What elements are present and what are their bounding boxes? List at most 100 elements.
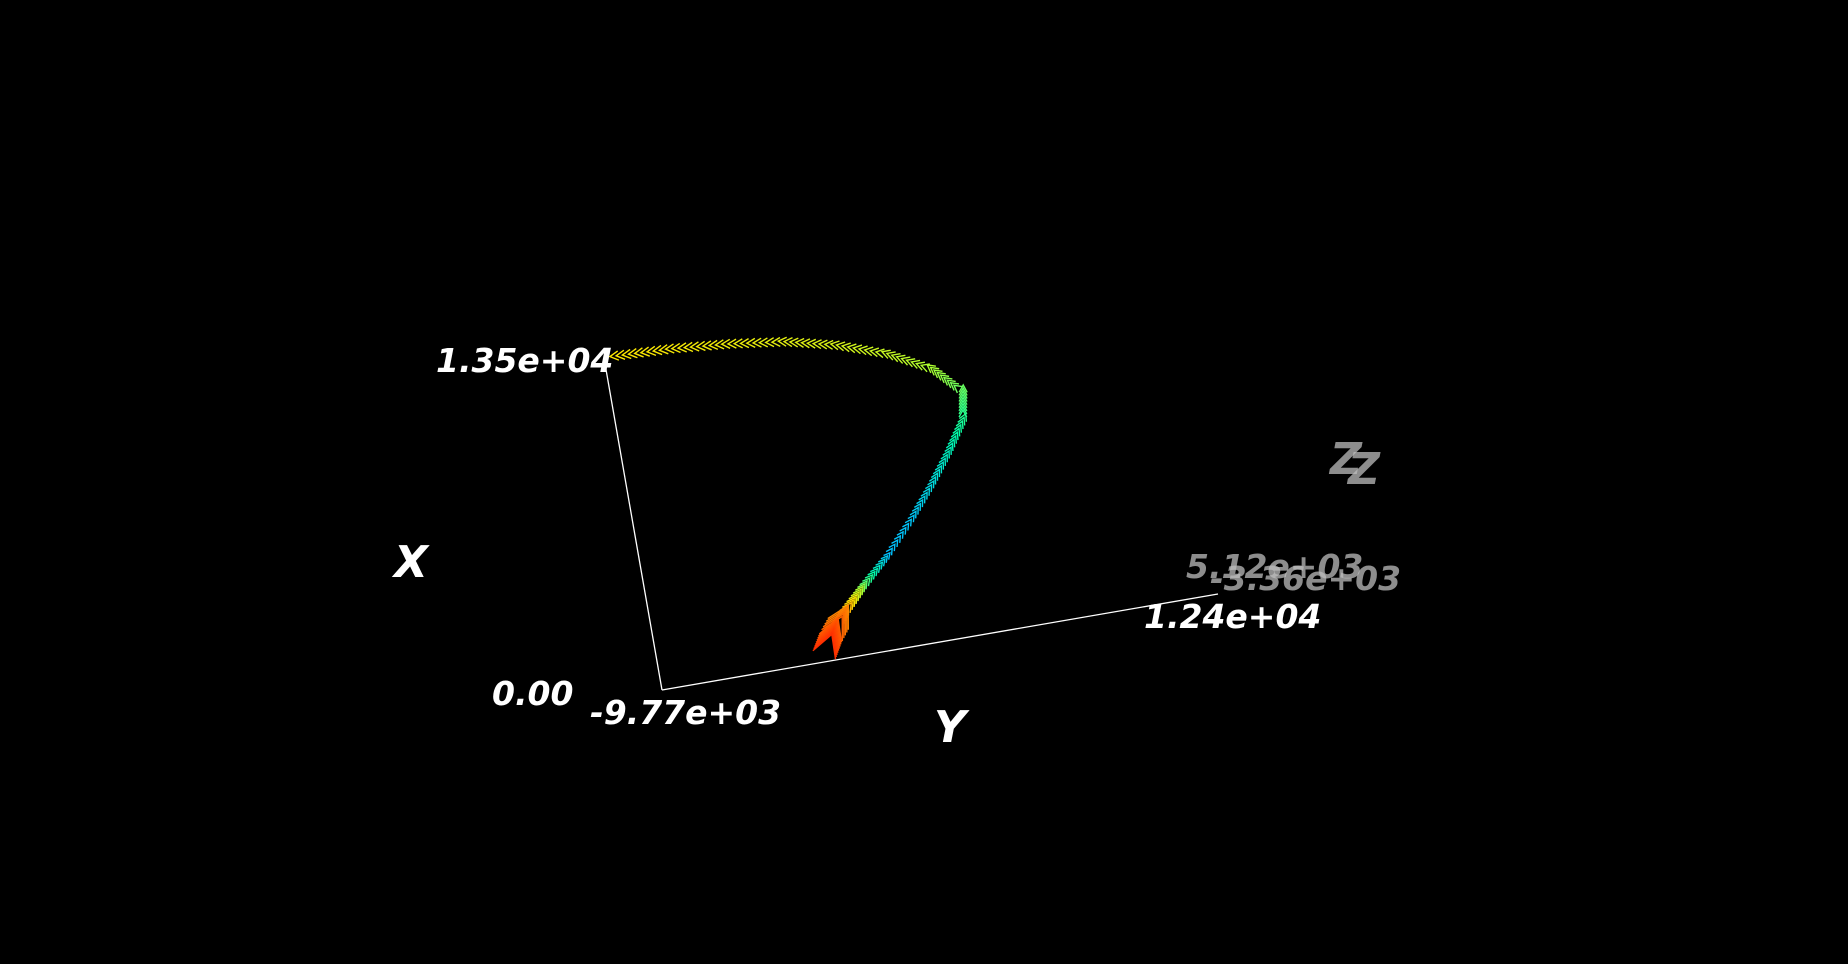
trajectory-glyph-9 xyxy=(664,343,675,354)
x-axis-line xyxy=(603,357,663,691)
y-axis-title: Y xyxy=(934,702,970,753)
trajectory-glyph-98 xyxy=(909,510,917,519)
y-max-tick-label: 1.24e+04 xyxy=(1144,597,1321,636)
trajectory-glyph-36 xyxy=(829,340,840,351)
trajectory-glyph-20 xyxy=(732,338,743,349)
trajectory-glyph-140 xyxy=(814,626,839,653)
trajectory-glyph-120 xyxy=(852,588,862,599)
trajectory-glyph-1 xyxy=(614,349,626,360)
x-axis-title: X xyxy=(391,537,430,588)
trajectory-glyph-75 xyxy=(954,423,963,433)
trajectory-glyph-72 xyxy=(958,412,968,422)
trajectory-glyph-106 xyxy=(888,543,896,552)
trajectory-glyph-62 xyxy=(952,384,963,394)
z-min-tick-label: -3.36e+03 xyxy=(1210,559,1401,598)
trajectory-glyph-138 xyxy=(816,622,840,649)
trajectory-glyph-64 xyxy=(958,386,968,396)
trajectory-glyph-45 xyxy=(880,349,891,359)
trajectory-glyph-10 xyxy=(670,342,681,354)
trajectory-glyph-58 xyxy=(939,374,950,384)
trajectory-glyph-99 xyxy=(907,514,915,523)
trajectory-glyph-116 xyxy=(862,576,871,587)
trajectory-glyph-13 xyxy=(689,341,700,352)
trajectory-glyph-28 xyxy=(782,337,793,348)
y-axis-line xyxy=(661,593,1219,691)
trajectory-glyph-66 xyxy=(958,392,968,402)
trajectory-glyph-48 xyxy=(895,354,906,364)
trajectory-glyph-59 xyxy=(942,376,953,386)
trajectory-glyph-119 xyxy=(854,585,864,596)
trajectory-glyph-80 xyxy=(945,442,954,452)
trajectory-glyph-61 xyxy=(949,381,960,391)
trajectory-glyph-139 xyxy=(815,624,840,651)
axes-group xyxy=(603,357,1219,691)
trajectory-glyph-25 xyxy=(764,337,775,348)
trajectory-glyph-89 xyxy=(928,475,937,485)
trajectory-glyph-92 xyxy=(922,487,931,496)
trajectory-glyph-32 xyxy=(805,338,817,349)
trajectory-glyph-85 xyxy=(936,460,945,470)
trajectory-glyph-76 xyxy=(952,427,961,437)
trajectory-glyph-94 xyxy=(918,494,926,504)
z-max-tick-label: 5.12e+03 xyxy=(1186,547,1363,586)
trajectory-glyph-52 xyxy=(914,361,926,371)
trajectory-glyph-78 xyxy=(949,434,958,444)
trajectory-glyph-69 xyxy=(958,402,968,412)
trajectory-glyph-49 xyxy=(900,356,911,366)
trajectory-glyph-74 xyxy=(955,419,964,430)
trajectory-glyph-95 xyxy=(916,498,924,508)
trajectory-glyph-55 xyxy=(929,366,940,376)
trajectory-glyph-2 xyxy=(620,348,632,360)
x-max-tick-label: 1.35e+04 xyxy=(436,341,613,380)
trajectory-glyph-121 xyxy=(850,590,861,602)
trajectory-glyph-23 xyxy=(751,337,762,348)
trajectory-glyph-19 xyxy=(726,338,737,349)
trajectory-glyph-4 xyxy=(633,347,644,358)
trajectory-glyph-133 xyxy=(822,612,845,639)
trajectory-glyph-137 xyxy=(817,620,841,647)
trajectory-glyph-21 xyxy=(739,338,750,349)
trajectory-glyph-83 xyxy=(940,453,948,463)
trajectory-glyph-41 xyxy=(857,345,868,356)
trajectory-glyph-124 xyxy=(844,599,855,611)
z-axis-title: Z xyxy=(1328,434,1363,485)
trajectory-glyph-104 xyxy=(893,534,902,543)
trajectory-glyph-56 xyxy=(932,369,943,379)
trajectory-glyph-15 xyxy=(701,340,712,351)
trajectory-glyph-7 xyxy=(651,344,663,356)
trajectory-glyph-105 xyxy=(891,538,899,548)
trajectory-glyph-27 xyxy=(776,336,787,347)
trajectory-glyph-22 xyxy=(745,337,756,349)
trajectory-glyph-132 xyxy=(824,609,847,636)
trajectory-glyph-101 xyxy=(902,522,910,531)
trajectory-glyph-26 xyxy=(770,336,781,348)
trajectory-glyph-40 xyxy=(851,344,863,355)
trajectory-glyph-77 xyxy=(950,430,959,441)
trajectory-glyph-112 xyxy=(872,564,881,573)
trajectory-glyph-57 xyxy=(936,371,946,381)
trajectory-glyph-141 xyxy=(814,628,838,656)
trajectory-glyph-93 xyxy=(920,491,928,500)
trajectory-glyph-14 xyxy=(695,340,706,352)
trajectory-glyph-29 xyxy=(788,337,799,348)
trajectory-glyph-81 xyxy=(944,445,952,455)
trajectory-glyph-24 xyxy=(757,337,769,348)
trajectory-glyph-108 xyxy=(883,551,891,560)
trajectory-glyph-131 xyxy=(825,606,848,633)
trajectory-glyph-16 xyxy=(707,339,719,351)
trajectory-glyph-96 xyxy=(913,502,922,511)
trajectory-glyph-88 xyxy=(930,472,939,481)
trajectory-glyph-135 xyxy=(818,616,843,643)
trajectory-glyph-63 xyxy=(958,383,968,393)
trajectory-glyph-73 xyxy=(957,416,966,426)
trajectory-glyph-68 xyxy=(958,399,968,409)
trajectory-glyph-47 xyxy=(890,352,901,363)
trajectory-glyph-114 xyxy=(867,570,876,580)
trajectory-glyph-54 xyxy=(926,364,936,374)
trajectory-glyphs xyxy=(608,336,968,660)
trajectory-glyph-111 xyxy=(875,561,884,570)
trajectory-glyph-79 xyxy=(947,438,956,448)
trajectory-glyph-125 xyxy=(841,601,853,613)
